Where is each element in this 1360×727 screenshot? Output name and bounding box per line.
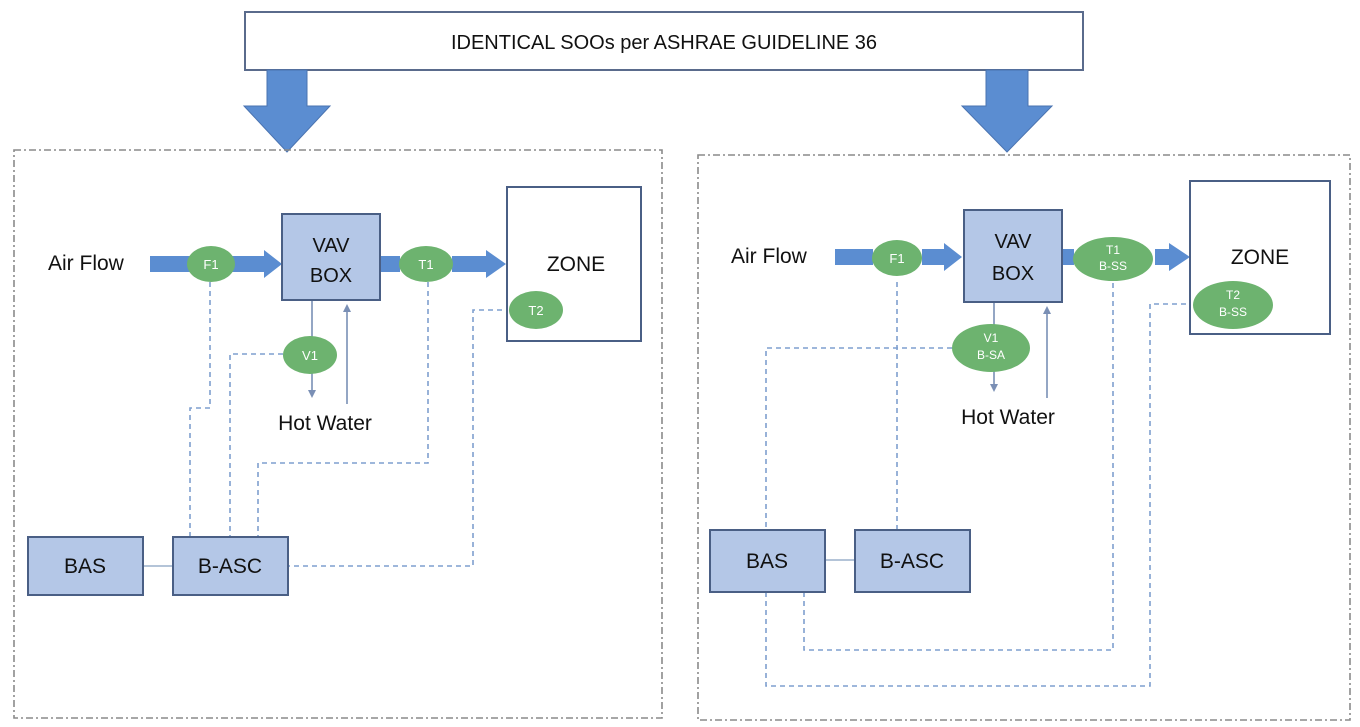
right-vav-box [963,209,1063,303]
left-bas-box [27,536,144,596]
left-v1-label: V1 [302,348,318,363]
right-air-flow-label: Air Flow [731,245,808,268]
left-basc-label: B-ASC [198,555,262,578]
left-f1-label: F1 [203,257,218,272]
right-sensor-t1 [1073,237,1153,281]
right-t2-label-1: T2 [1226,288,1240,302]
right-hot-water-label: Hot Water [961,406,1055,429]
left-vav-label-1: VAV [312,235,350,257]
left-basc-box [172,536,289,596]
right-bas-label: BAS [746,550,788,573]
right-sensor-t2 [1193,281,1273,329]
right-valve-v1 [952,324,1030,372]
right-t1-label-1: T1 [1106,243,1120,257]
header-box: IDENTICAL SOOs per ASHRAE GUIDELINE 36 [244,11,1084,71]
left-control-wiring [189,282,511,567]
right-sensor-f1 [872,240,922,276]
left-system: VAV BOX ZONE F1 T1 T2 V1 Air Flow Hot Wa… [27,186,642,596]
left-air-flow-label: Air Flow [48,252,125,275]
right-vav-label-2: BOX [992,263,1034,285]
right-vav-label-1: VAV [994,231,1032,253]
right-v1-label-2: B-SA [977,348,1005,362]
right-zone-label: ZONE [1231,246,1289,269]
left-hot-water-label: Hot Water [278,412,372,435]
right-t1-label-2: B-SS [1099,259,1127,273]
right-airflow-arrows [835,243,1190,271]
right-bas-box [709,529,826,593]
right-t2-label-2: B-SS [1219,305,1247,319]
left-sensor-f1 [187,246,235,282]
right-system: VAV BOX ZONE F1 T1 B-SS T2 B-SS V1 B-SA … [709,180,1331,687]
down-arrow-right-icon [960,69,1054,153]
left-vav-box [281,213,381,301]
right-panel [697,154,1351,721]
left-t1-label: T1 [418,257,433,272]
left-bas-label: BAS [64,555,106,578]
left-vav-label-2: BOX [310,265,352,287]
left-sensor-t1 [399,246,453,282]
left-valve-v1 [283,336,337,374]
right-basc-box [854,529,971,593]
right-basc-label: B-ASC [880,550,944,573]
left-sensor-t2 [509,291,563,329]
down-arrow-left-icon [242,69,332,153]
right-v1-label-1: V1 [984,331,999,345]
right-control-wiring [765,282,1193,687]
left-panel [13,149,663,719]
header-title: IDENTICAL SOOs per ASHRAE GUIDELINE 36 [451,32,877,54]
right-f1-label: F1 [889,251,904,266]
left-zone-label: ZONE [547,253,605,276]
left-t2-label: T2 [528,303,543,318]
